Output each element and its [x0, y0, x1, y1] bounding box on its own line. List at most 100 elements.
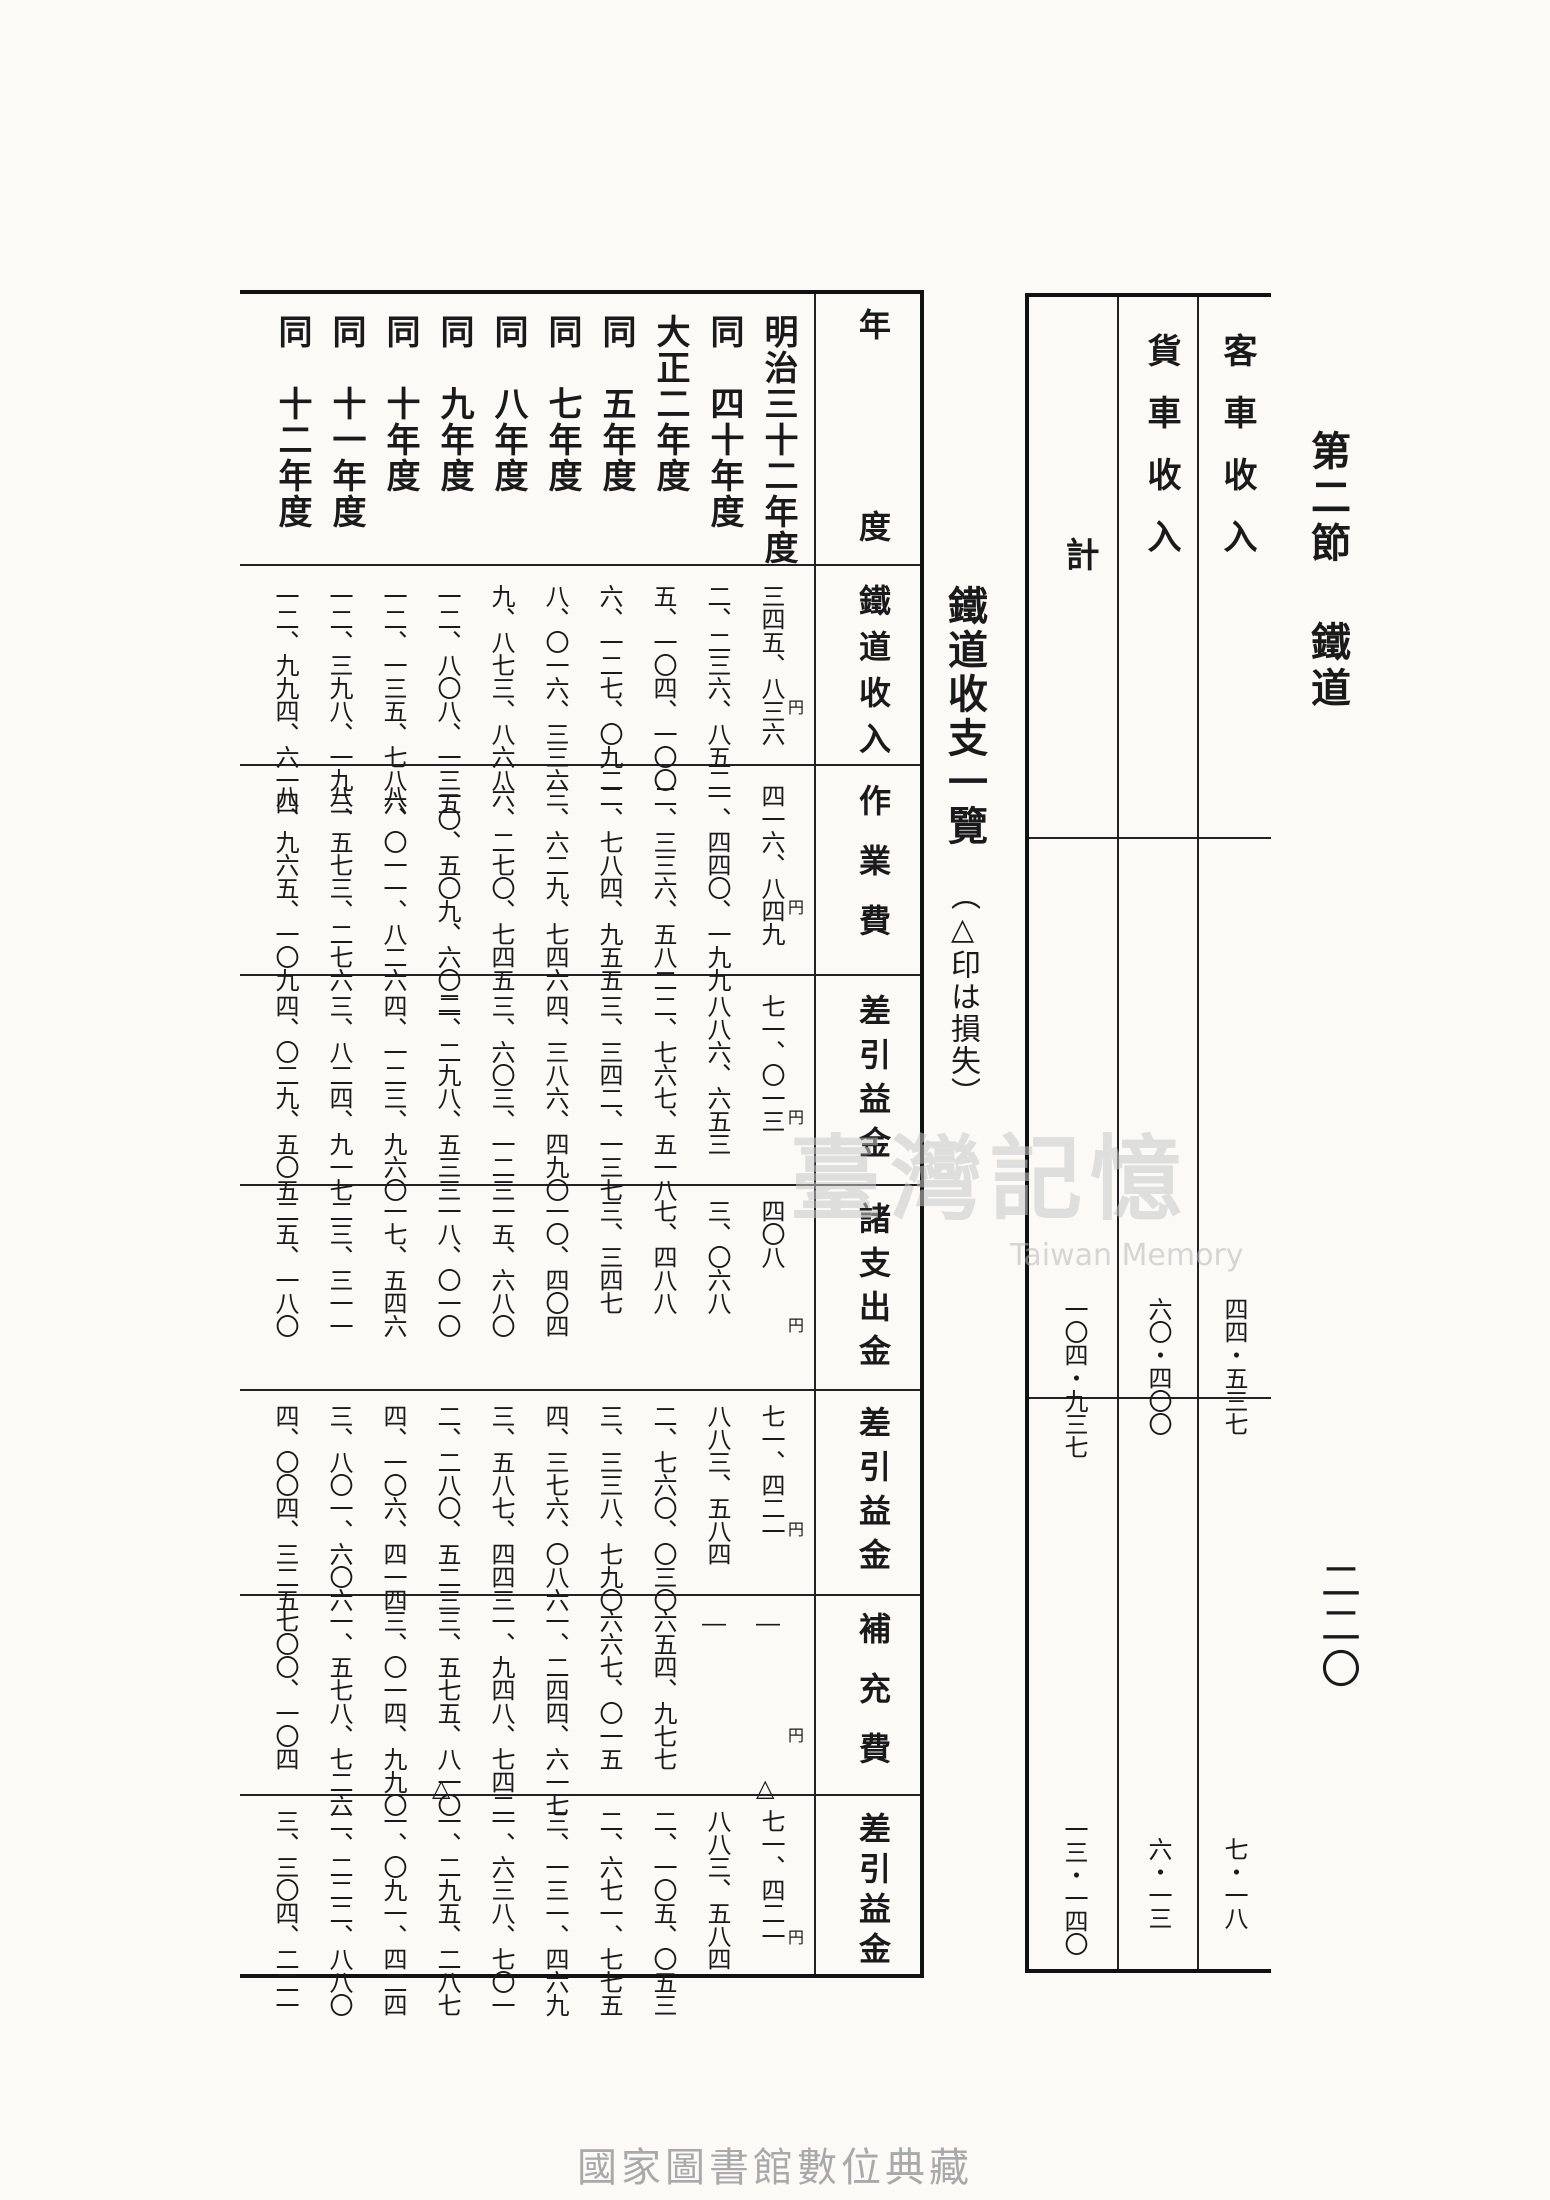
cell-misc: 一五、六八〇 — [487, 1199, 515, 1337]
cell-income: 二、二三六、八五二 — [703, 584, 731, 791]
row-divider — [1029, 837, 1271, 839]
cell-year: 同 十年度 — [380, 314, 420, 494]
cell-income: 九、八七三、八六八 — [487, 584, 515, 791]
cell-balance1: 四、〇二九、五〇五 — [271, 994, 299, 1201]
cell-income: 一二、一三五、七八六 — [379, 584, 407, 814]
cell-balance1: 三、三四二、一三七 — [595, 994, 623, 1201]
cell-year: 同 九年度 — [434, 314, 474, 494]
page-number: 二二〇 — [1314, 1560, 1360, 1692]
cell-income: 一二、三九八、一九三 — [325, 584, 353, 814]
cell-misc: 二五、一八〇 — [271, 1199, 299, 1337]
cell-balance2: 四、〇〇四、三二五 — [271, 1404, 299, 1611]
cell-operating: 四一六、八四九 — [757, 784, 785, 945]
header-supplement: 補充費 — [854, 1612, 892, 1792]
header-misc: 諸支出金 — [854, 1202, 892, 1378]
cell-balance1: 三、六〇三、一二三 — [487, 994, 515, 1201]
cell-balance3: 三、一三一、四六九 — [541, 1809, 569, 2016]
watermark-chinese: 臺灣記憶 — [790, 1125, 1191, 1233]
cell-year: 明治三十二年度 — [758, 314, 798, 566]
cell-misc: 四〇八 — [757, 1199, 785, 1268]
cell-balance2: 四、一〇六、四一四 — [379, 1404, 407, 1611]
cont-column-passenger: 客車收入 四四・五三七 七・一八 — [1201, 297, 1267, 1969]
header-operating: 作業費 — [854, 784, 892, 964]
cell-misc: 二三、三一一 — [325, 1199, 353, 1337]
column-divider — [1117, 297, 1119, 1969]
cell-year: 同 五年度 — [596, 314, 636, 494]
cell-supplement: 六六七、〇一五 — [595, 1609, 623, 1770]
cell-supplement: 六五四、九七七 — [649, 1609, 677, 1770]
cell-balance3: 三、三〇四、二二一 — [271, 1809, 299, 2016]
watermark: 臺灣記憶 Taiwan Memory — [790, 1105, 1244, 1273]
cell-operating: 一〇、五〇九、六〇二 — [433, 784, 461, 1014]
cell-supplement: 三、〇一四、九九〇 — [379, 1609, 407, 1816]
cont-value-freight-2: 六・一三 — [1144, 1837, 1172, 1929]
column-divider — [1197, 297, 1199, 1969]
unit-mark: 円 — [788, 1726, 805, 1745]
cell-misc: 一〇、四〇四 — [541, 1199, 569, 1337]
cell-misc: 七、四八八 — [649, 1199, 677, 1314]
section-divider — [240, 974, 920, 976]
continuation-table: 客車收入 四四・五三七 七・一八 貨車收入 六〇・四〇〇 六・一三 計 一〇四・… — [1025, 293, 1271, 1973]
section-divider — [240, 1594, 920, 1596]
cell-supplement: 一、九四八、七四二 — [487, 1609, 515, 1816]
header-balance-3: 差引益金 — [854, 1812, 892, 1972]
railway-income-table: 年度 鐵道收入 作業費 差引益金 諸支出金 差引益金 補充費 差引益金 円 円 … — [240, 290, 924, 2016]
cell-income: 三四五、八三六 — [757, 584, 785, 745]
cell-income: 八、〇一六、三三六 — [541, 584, 569, 791]
cell-supplement: 三、五七五、八一〇 — [433, 1609, 461, 1816]
cell-income: 五、一〇四、一〇〇 — [649, 584, 677, 791]
cell-supplement: 一、五七八、七二六 — [325, 1609, 353, 1816]
cell-balance1: 四、一二三、九六〇 — [379, 994, 407, 1201]
section-divider — [240, 764, 920, 766]
cell-balance3: 一、〇九一、四二四 — [379, 1809, 407, 2016]
section-divider — [240, 564, 920, 566]
cell-year: 同 七年度 — [542, 314, 582, 494]
cell-supplement: 一、二四四、六一七 — [541, 1609, 569, 1816]
unit-mark: 円 — [788, 1316, 805, 1335]
cell-year: 同 四十年度 — [704, 314, 744, 530]
cell-misc: 三、三四七 — [595, 1199, 623, 1314]
section-divider — [240, 1389, 920, 1391]
cell-income: 六、一二七、〇九二 — [595, 584, 623, 791]
cell-balance1: 七一、〇一三 — [757, 994, 785, 1132]
cell-supplement: 七〇〇、一〇四 — [271, 1609, 299, 1770]
cell-operating: 八、〇一一、八二六 — [379, 784, 407, 991]
cell-year: 大正二年度 — [650, 314, 690, 494]
cell-misc: 一七、五四六 — [379, 1199, 407, 1337]
cont-value-total-1: 一〇四・九三七 — [1060, 1297, 1088, 1458]
cell-balance3: 二、六七一、七七五 — [595, 1809, 623, 2016]
cell-balance2: 七一、四二一 — [757, 1404, 785, 1542]
cont-label-total: 計 — [1059, 537, 1099, 599]
unit-mark: 円 — [788, 698, 805, 717]
cell-balance2: 四、三七六、〇八六 — [541, 1404, 569, 1611]
unit-mark: 円 — [788, 1108, 805, 1127]
cell-balance3: 一、二九五、二八七 — [433, 1809, 461, 2016]
table-title: 鐵道收支一覽 — [941, 585, 988, 849]
cell-balance2: 八八三、五八四 — [703, 1404, 731, 1565]
cell-operating: 三、六二九、七四六 — [541, 784, 569, 991]
cell-misc: 一八、〇一〇 — [433, 1199, 461, 1337]
cell-year: 同 十二年度 — [272, 314, 312, 530]
header-balance-1: 差引益金 — [854, 994, 892, 1170]
cell-balance3: 一、六三八、七〇一 — [487, 1809, 515, 2016]
cont-label-passenger: 客車收入 — [1217, 333, 1257, 581]
cont-column-freight: 貨車收入 六〇・四〇〇 六・一三 — [1121, 297, 1195, 1969]
cell-balance3: 八八三、五八四 — [703, 1809, 731, 1970]
cont-value-freight-1: 六〇・四〇〇 — [1144, 1297, 1172, 1435]
watermark-english: Taiwan Memory — [1010, 1238, 1244, 1273]
cell-balance3: 七一、四二一 — [757, 1809, 785, 1947]
cell-year: 同 八年度 — [488, 314, 528, 494]
cont-column-total: 計 一〇四・九三七 一三・一四〇 — [1033, 297, 1115, 1969]
cell-income: 一二、八〇八、一三五 — [433, 584, 461, 814]
cell-supplement: ― — [754, 1609, 782, 1636]
cell-operating: 二、三三六、五八二 — [649, 784, 677, 991]
cell-balance3: 二、一〇五、〇五三 — [649, 1809, 677, 2016]
unit-mark: 円 — [788, 1520, 805, 1539]
table-note: （△印は損失） — [945, 880, 980, 1109]
cell-balance2: 三、八〇一、六〇六 — [325, 1404, 353, 1611]
cont-value-passenger-2: 七・一八 — [1220, 1837, 1248, 1929]
cell-balance1: 二、七六七、五一八 — [649, 994, 677, 1201]
section-header: 第二節 鐵道 — [1304, 430, 1351, 713]
cell-balance1: 四、三八六、四九〇 — [541, 994, 569, 1201]
cell-balance2: 二、二八〇、五二三 — [433, 1404, 461, 1611]
